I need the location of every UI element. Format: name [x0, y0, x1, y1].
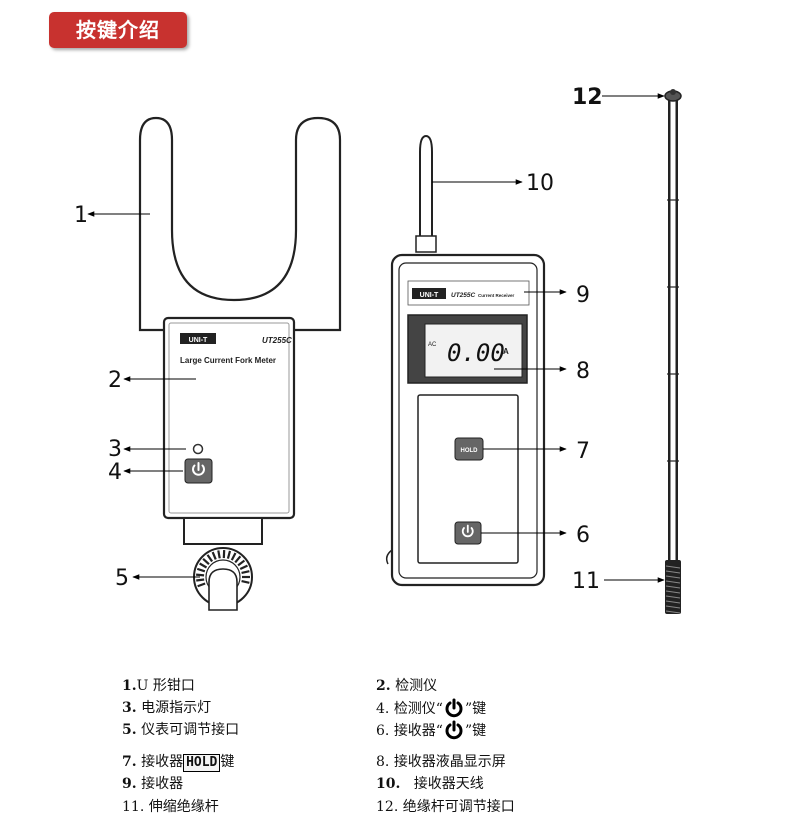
fork-meter: UNI-T UT255C Large Current Fork Meter [138, 116, 342, 611]
legend-item-6: 6. 接收器“”键 [376, 720, 486, 741]
legend-item-12: 12. 绝缘杆可调节接口 [376, 799, 515, 815]
section-title: 按键介绍 [49, 12, 187, 48]
power-icon [445, 720, 463, 740]
callout-2: 2 [108, 368, 122, 393]
lcd-unit-a: A [503, 347, 509, 356]
callout-9: 9 [576, 283, 590, 308]
legend-item-3: 3. 电源指示灯 [122, 700, 212, 716]
legend-item-1: 1.U 形钳口 [122, 678, 195, 694]
power-indicator-light [192, 443, 204, 455]
callout-8: 8 [576, 359, 590, 384]
fork-brand-logo [180, 333, 216, 344]
callout-4: 4 [108, 460, 122, 485]
meter-adjustable-interface [193, 547, 253, 611]
legend-item-10: 10. 接收器天线 [376, 776, 484, 792]
fork-model-text: UT255C [262, 336, 292, 345]
fork-meter-body [162, 316, 296, 520]
hold-key-label: HOLD [183, 754, 221, 772]
callout-12: 12 [572, 85, 603, 110]
callout-3: 3 [108, 437, 122, 462]
legend-item-11: 11. 伸缩绝缘杆 [122, 799, 219, 815]
product-diagram: UNI-T UT255C Large Current Fork Meter [74, 85, 682, 614]
hold-button[interactable]: HOLD [454, 437, 484, 461]
rod-adjustable-interface [664, 89, 682, 102]
callout-5: 5 [115, 566, 129, 591]
power-icon [461, 527, 474, 538]
receiver-model-text: UT255C [451, 292, 476, 299]
fork-brand-text: UNI-T [189, 337, 208, 344]
callout-11: 11 [572, 569, 600, 594]
receiver-power-button[interactable] [454, 521, 482, 545]
receiver-name-text: Current Receiver [478, 293, 515, 298]
power-icon [445, 698, 463, 718]
lcd-reading: 0.00 [447, 339, 505, 367]
fork-power-button[interactable] [184, 458, 213, 484]
fork-name-text: Large Current Fork Meter [180, 356, 276, 365]
receiver-brand-text: UNI-T [420, 292, 439, 299]
receiver-brand-logo [412, 288, 446, 299]
callout-1: 1 [74, 203, 88, 228]
legend-item-8: 8. 接收器液晶显示屏 [376, 754, 506, 770]
callout-6: 6 [576, 523, 590, 548]
lcd-unit-ac: AC [428, 342, 437, 348]
svg-text:HOLD: HOLD [461, 448, 479, 454]
legend-item-5: 5. 仪表可调节接口 [122, 722, 240, 738]
power-icon [192, 464, 205, 476]
receiver-antenna [419, 134, 433, 249]
insulated-rod [664, 89, 682, 614]
callout-10: 10 [526, 171, 554, 196]
receiver: UNI-T UT255C Current Receiver AC 0.00 A … [385, 134, 546, 587]
legend-item-9: 9. 接收器 [122, 776, 184, 792]
legend-item-4: 4. 检测仪“”键 [376, 698, 486, 719]
lcd-screen [424, 323, 523, 378]
u-shaped-jaw [138, 116, 342, 332]
legend-item-2: 2. 检测仪 [376, 678, 438, 694]
callout-7: 7 [576, 439, 590, 464]
